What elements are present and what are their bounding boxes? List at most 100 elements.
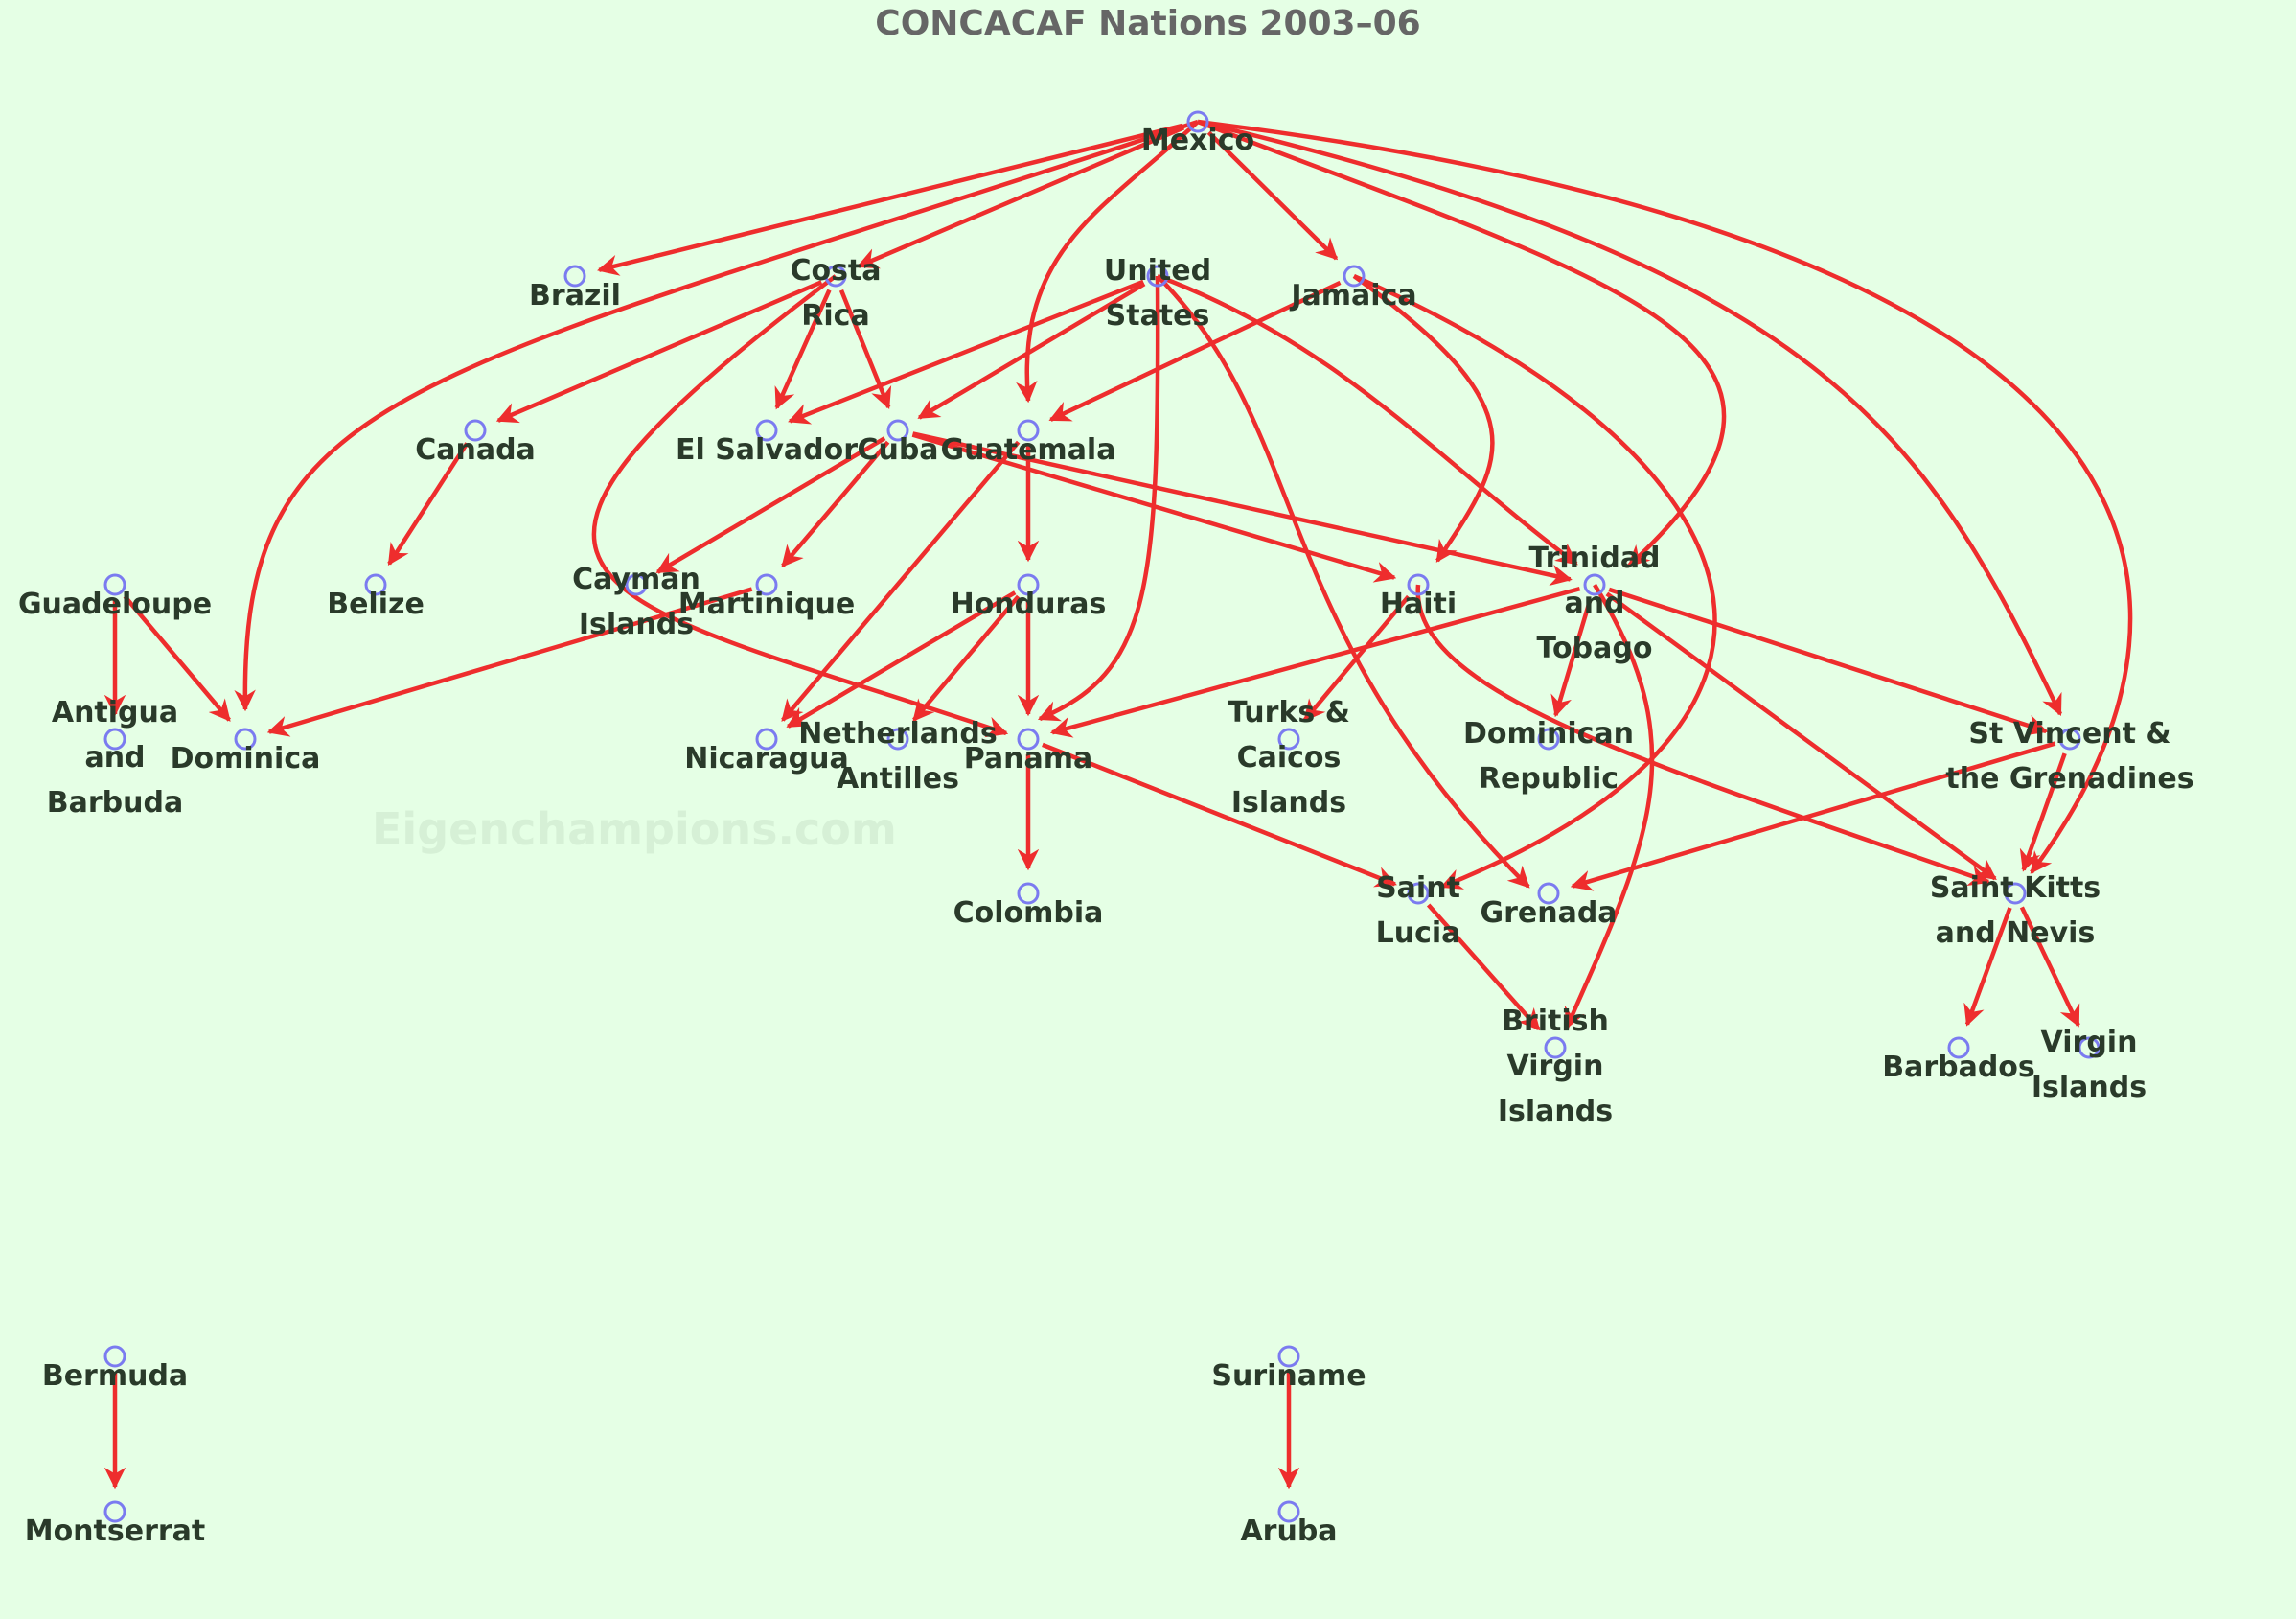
edge-martinique-to-dominica	[266, 587, 753, 737]
node-label: Cayman	[572, 563, 700, 596]
edge-jamaica-to-saint_lucia	[1353, 273, 1717, 890]
edge-canada-to-belize	[387, 442, 470, 567]
edge-layer	[103, 119, 2133, 1490]
node-label: Turks &	[1228, 696, 1350, 729]
node-label: Nicaragua	[684, 742, 849, 775]
node-label: Grenada	[1480, 896, 1617, 930]
node-marker	[886, 419, 909, 442]
node-label: Martinique	[678, 588, 855, 621]
node-label: Jamaica	[1289, 279, 1416, 312]
edge-mexico-to-brazil	[597, 123, 1184, 276]
edge-costa_rica-to-cuba	[838, 289, 892, 409]
node-label: Trinidad	[1528, 542, 1660, 575]
node-marker	[2078, 1036, 2101, 1059]
node-barbados: Barbados	[1882, 1036, 2035, 1084]
node-label: Islands	[579, 608, 694, 641]
node-label: Panama	[964, 742, 1093, 775]
node-label: Netherlands	[798, 717, 998, 751]
node-label: Aruba	[1240, 1515, 1337, 1548]
node-marker	[2058, 728, 2081, 751]
edge-united_states-to-grenada	[1156, 274, 1530, 889]
edge-mexico-to-dominica	[234, 119, 1199, 712]
node-marker	[1947, 1036, 1970, 1059]
edge-united_states-to-cuba	[917, 282, 1146, 420]
edge-honduras-to-nicaragua	[786, 590, 1017, 729]
node-label: Mexico	[1141, 124, 1254, 157]
edge-mexico-to-costa_rica	[856, 126, 1185, 269]
node-aruba: Aruba	[1240, 1500, 1338, 1548]
edge-panama-to-saint_lucia	[1042, 742, 1397, 888]
edge-united_states-to-el_salvador	[788, 279, 1144, 425]
node-label: Honduras	[951, 588, 1107, 621]
node-label: Colombia	[953, 896, 1104, 930]
node-marker	[103, 573, 126, 596]
node-label: St Vincent &	[1968, 717, 2170, 751]
node-label: El Salvador	[676, 433, 858, 467]
node-el-salvador: El Salvador	[676, 419, 858, 467]
node-marker	[1583, 573, 1606, 596]
node-label: Bermuda	[42, 1359, 188, 1393]
node-marker	[1277, 1500, 1300, 1523]
node-label: Tobago	[1537, 632, 1653, 665]
node-label: and	[1564, 587, 1624, 620]
edge-st_vincent-to-saint_kitts	[2019, 752, 2067, 872]
node-label: British	[1502, 1005, 1609, 1038]
edge-cuba-to-trinidad_tobago	[912, 431, 1573, 586]
node-marker	[1277, 728, 1300, 751]
node-label: Guatemala	[941, 433, 1116, 467]
node-marker	[1186, 110, 1209, 133]
node-label: Canada	[415, 433, 536, 467]
node-marker	[103, 728, 126, 751]
node-marker	[755, 728, 778, 751]
edge-saint_kitts-to-virgin_islands	[2019, 906, 2080, 1028]
node-label: Antilles	[837, 762, 959, 796]
node-marker	[625, 573, 648, 596]
watermark: Eigenchampions.com	[372, 803, 897, 855]
node-marker	[563, 265, 586, 288]
node-label: Costa	[790, 254, 881, 288]
node-marker	[234, 728, 257, 751]
node-marker	[1017, 419, 1040, 442]
node-label: Suriname	[1211, 1359, 1366, 1393]
node-label: Republic	[1479, 762, 1619, 796]
diagram-title: CONCACAF Nations 2003–06	[875, 4, 1420, 43]
edge-cuba-to-cayman_islands	[655, 436, 886, 574]
edge-cuba-to-martinique	[781, 440, 890, 567]
node-nicaragua: Nicaragua	[684, 728, 849, 775]
edge-mexico-to-jamaica	[1206, 130, 1339, 261]
node-suriname: Suriname	[1211, 1345, 1366, 1393]
node-guadeloupe: Guadeloupe	[18, 573, 212, 621]
edge-trinidad_tobago-to-dominican_republic	[1550, 598, 1593, 718]
node-label: and	[84, 741, 145, 775]
node-marker	[886, 728, 909, 751]
edge-mexico-to-trinidad_tobago	[1197, 119, 1727, 567]
node-cuba: Cuba	[857, 419, 939, 467]
node-label: Saint Kitts	[1930, 871, 2101, 905]
node-label: Dominica	[171, 742, 321, 775]
edge-haiti-to-saint_kitts	[1415, 584, 1991, 886]
node-marker	[1017, 573, 1040, 596]
edge-jamaica-to-guatemala	[1048, 280, 1342, 422]
node-montserrat: Montserrat	[25, 1500, 205, 1548]
node-marker	[1017, 728, 1040, 751]
edge-united_states-to-trinidad_tobago	[1157, 273, 1578, 566]
node-label: Virgin	[2041, 1026, 2138, 1059]
edge-mexico-to-guatemala	[1016, 120, 1200, 404]
node-marker	[1544, 1036, 1567, 1059]
edge-saint_kitts-to-barbados	[1963, 907, 2012, 1027]
node-layer: MexicoBrazilCostaRicaUnitedStatesJamaica…	[18, 110, 2194, 1548]
node-mexico: Mexico	[1141, 110, 1254, 157]
node-guatemala: Guatemala	[941, 419, 1116, 467]
edge-costa_rica-to-panama	[591, 274, 1009, 738]
node-label: Islands	[2032, 1071, 2147, 1104]
node-label: United	[1104, 254, 1211, 288]
node-label: Lucia	[1376, 916, 1461, 950]
